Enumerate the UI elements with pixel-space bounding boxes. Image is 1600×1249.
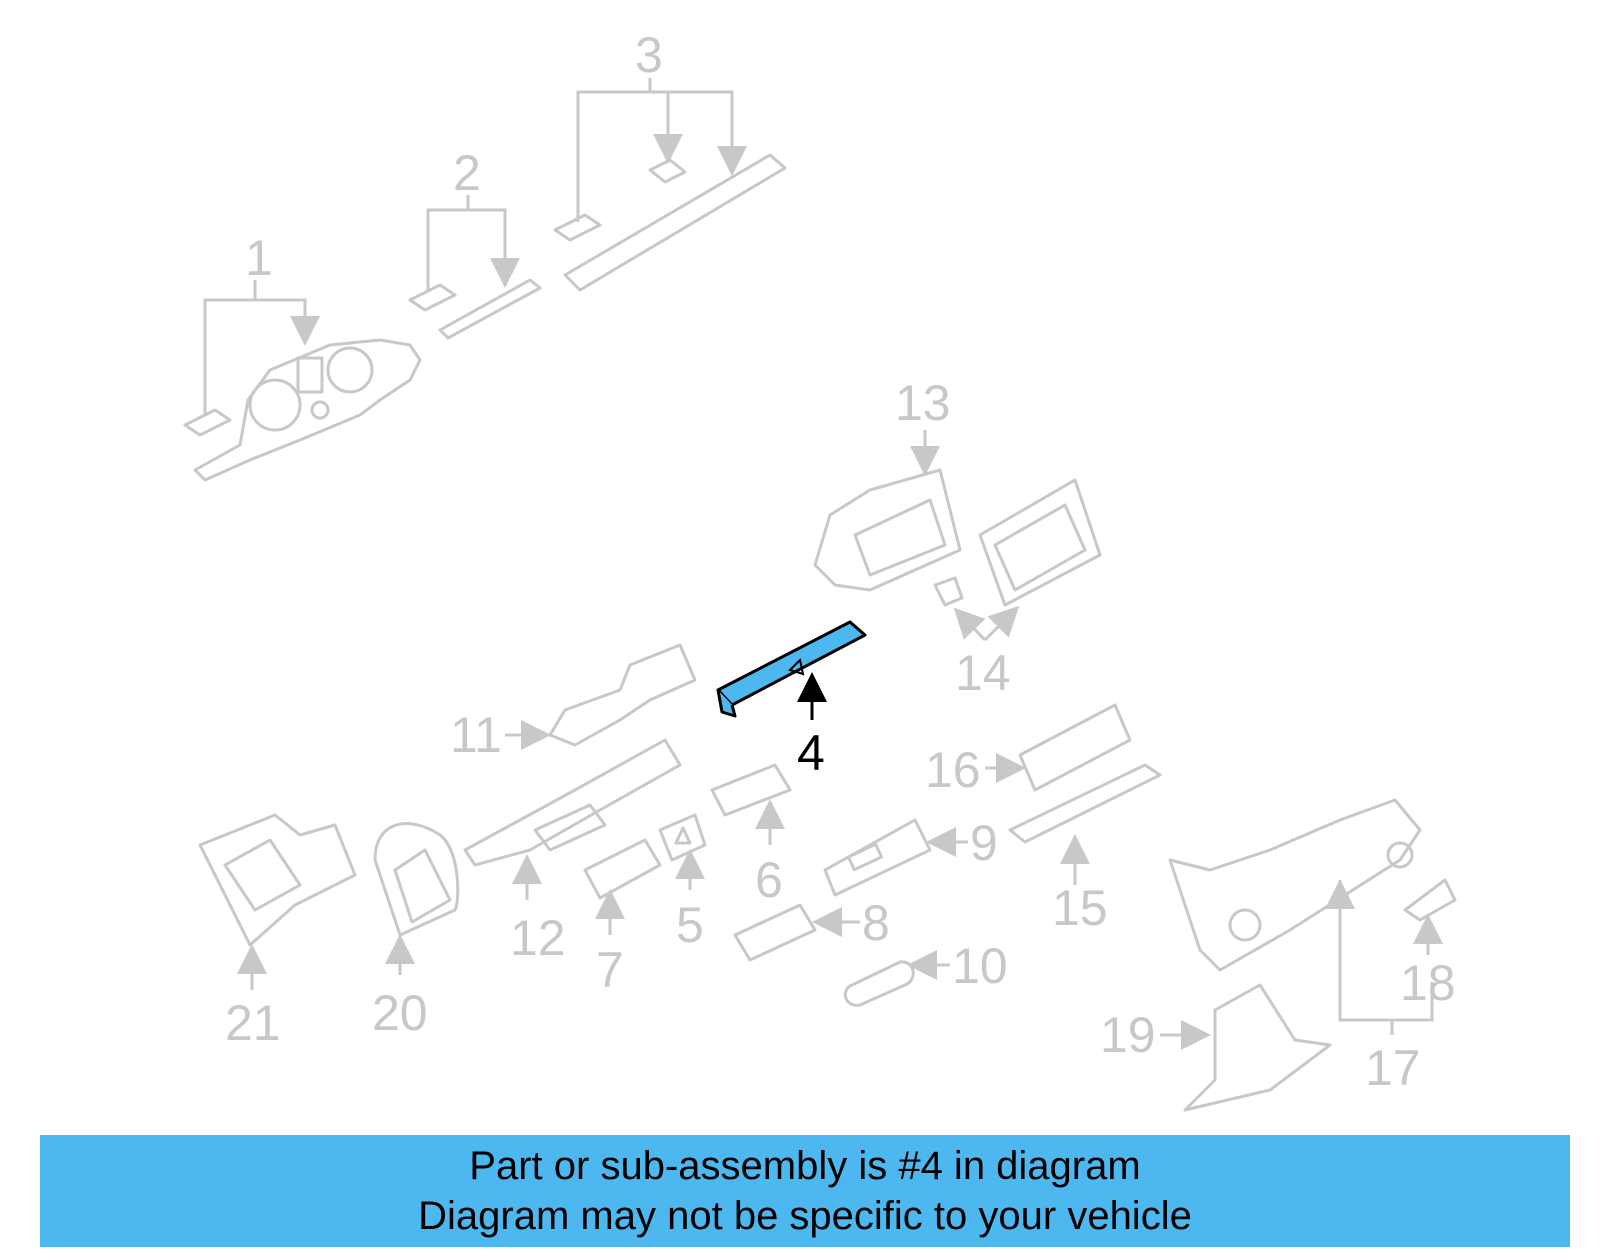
part-15-panel[interactable] [1008,763,1162,885]
callout-11: 11 [450,707,502,763]
callout-6: 6 [755,852,783,908]
part-4-switch-panel[interactable] [716,620,867,720]
callout-5: 5 [676,897,704,953]
part-13-center-bezel[interactable] [813,430,962,592]
part-1-instrument-bezel[interactable] [183,280,422,482]
part-14-display-trim[interactable] [933,478,1102,642]
callout-20: 20 [372,985,428,1041]
callout-10: 10 [952,938,1008,994]
part-3-long-trim[interactable] [553,78,787,292]
callout-18: 18 [1400,955,1456,1011]
part-21-side-panel[interactable] [198,813,357,990]
callout-1: 1 [245,230,273,286]
part-5-hazard-switch[interactable] [658,813,707,890]
callout-7: 7 [596,942,624,998]
part-20-knee-trim[interactable] [373,822,460,975]
callout-17: 17 [1365,1040,1421,1096]
callout-12: 12 [510,910,566,966]
callout-2: 2 [453,145,481,201]
callout-15: 15 [1052,880,1108,936]
callout-3: 3 [635,27,663,83]
part-9-switch-panel[interactable] [823,818,968,897]
part-7-cover[interactable] [583,838,662,935]
part-17-lower-panel[interactable] [1168,798,1434,1035]
callout-8: 8 [862,895,890,951]
part-2-trim-strip[interactable] [408,195,542,340]
part-16-panel[interactable] [985,703,1132,792]
part-12-console-trim[interactable] [463,738,682,900]
part-8-cover[interactable] [733,903,860,962]
part-18-bracket[interactable] [1403,878,1457,955]
part-19-glove-box[interactable] [1160,983,1332,1112]
part-10-button[interactable] [843,950,950,1007]
callout-21: 21 [225,995,281,1051]
banner-line-1: Part or sub-assembly is #4 in diagram [469,1144,1141,1188]
callout-13: 13 [895,375,951,431]
info-banner: Part or sub-assembly is #4 in diagram Di… [40,1135,1570,1247]
part-6-cover[interactable] [710,763,792,845]
callout-19: 19 [1100,1007,1156,1063]
callout-14: 14 [955,645,1011,701]
callout-4: 4 [797,725,825,781]
banner-line-2: Diagram may not be specific to your vehi… [418,1194,1192,1238]
callout-9: 9 [970,815,998,871]
callout-16: 16 [925,742,981,798]
part-11-bracket[interactable] [505,643,697,750]
